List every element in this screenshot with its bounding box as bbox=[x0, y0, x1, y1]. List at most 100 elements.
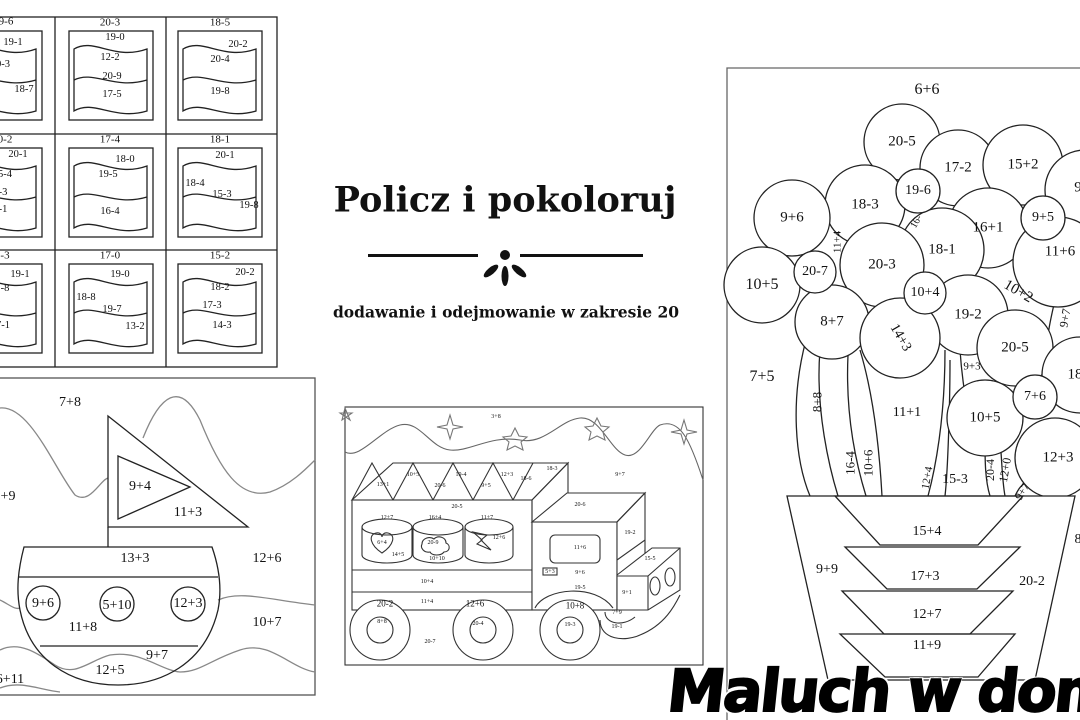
flag-heading: 15-2 bbox=[209, 249, 231, 262]
truck-label: 12+6 bbox=[465, 598, 485, 609]
flag-shape bbox=[182, 44, 257, 115]
brand-logo: Maluch w domu bbox=[663, 656, 1080, 720]
truck-label: 10+4 bbox=[420, 579, 434, 585]
flag-heading: -3 bbox=[0, 249, 10, 262]
flower-petal bbox=[753, 179, 831, 257]
flag-label: 7-1 bbox=[0, 319, 10, 331]
flower-label: 20-2 bbox=[1019, 574, 1045, 589]
flower-label: 10+4 bbox=[910, 285, 940, 300]
flag-shape bbox=[0, 281, 37, 348]
truck-label: 9+1 bbox=[622, 590, 632, 596]
truck-label: 18-3 bbox=[546, 466, 558, 472]
boat-label: 9+7 bbox=[146, 648, 168, 663]
flower-label: 10+5 bbox=[969, 409, 1001, 426]
flag-box bbox=[177, 263, 263, 354]
flag-shape bbox=[0, 165, 37, 232]
boat-label: 13+3 bbox=[120, 551, 150, 566]
truck-label: 11+4 bbox=[420, 599, 434, 605]
flag-box bbox=[177, 30, 263, 121]
flower-label: 15+4 bbox=[912, 524, 942, 539]
boat-label: 11+3 bbox=[173, 505, 203, 520]
flag-label: 19-8 bbox=[239, 199, 259, 211]
truck-label: 18-6 bbox=[520, 476, 532, 482]
truck-label: 14+5 bbox=[391, 552, 405, 558]
flag-box bbox=[68, 263, 154, 354]
flag-label: 20-4 bbox=[210, 53, 230, 65]
truck-label: 9+6 bbox=[575, 570, 585, 576]
boat-label: 11+8 bbox=[68, 620, 98, 635]
truck-label: 15-5 bbox=[644, 556, 656, 562]
flag-stripe bbox=[182, 309, 257, 317]
truck-label: 20-7 bbox=[424, 639, 436, 645]
flag-label: -8 bbox=[0, 282, 10, 294]
flag-box bbox=[68, 147, 154, 238]
flag-label: 18-2 bbox=[210, 281, 230, 293]
flag-box bbox=[0, 147, 43, 238]
truck-label: 9+5 bbox=[481, 483, 491, 489]
flower-label: 11+1 bbox=[892, 405, 922, 420]
flower-label: 6+6 bbox=[914, 81, 940, 98]
flag-stripe bbox=[0, 312, 37, 317]
flower-label: 9 bbox=[1074, 179, 1080, 196]
flag-label: 5-4 bbox=[0, 168, 12, 180]
flag-label: 18-8 bbox=[76, 291, 96, 303]
flag-box bbox=[177, 147, 263, 238]
flower-label: 9+7 bbox=[1056, 307, 1074, 329]
truck-label: 20-9 bbox=[427, 540, 439, 546]
truck-label: 10+8 bbox=[565, 600, 585, 611]
flag-shape bbox=[73, 44, 148, 115]
flower-label: 8+7 bbox=[820, 313, 844, 330]
flower-label: 17-2 bbox=[944, 159, 972, 176]
flag-stripe bbox=[73, 76, 148, 84]
truck-label: 20-2 bbox=[376, 598, 394, 609]
flag-label: 14-3 bbox=[212, 319, 232, 331]
flower-petal bbox=[903, 271, 947, 315]
flag-stripe bbox=[182, 76, 257, 84]
truck-label: 19-5 bbox=[574, 585, 586, 591]
flag-label: 18-7 bbox=[14, 83, 34, 95]
boat-label: 7+8 bbox=[59, 395, 81, 410]
flag-label: 20-9 bbox=[102, 70, 122, 82]
flower-label: 9+3 bbox=[963, 360, 981, 373]
flag-shape bbox=[182, 277, 257, 348]
flower-petal bbox=[793, 250, 837, 294]
truck-label: 10+5 bbox=[406, 472, 420, 478]
truck-label: 7+9 bbox=[612, 610, 622, 616]
flag-box bbox=[0, 30, 43, 121]
flower-label: 11+9 bbox=[912, 638, 942, 653]
flag-label: 12-2 bbox=[100, 51, 120, 63]
flag-heading: 9-6 bbox=[0, 15, 14, 28]
flower-label: 15-3 bbox=[942, 472, 968, 487]
flower-petal bbox=[1020, 195, 1066, 241]
page-title: Policz i pokoloruj bbox=[333, 179, 677, 221]
flower-label: 16-4 bbox=[842, 451, 858, 475]
flag-label: -3 bbox=[0, 186, 8, 198]
truck-label: 3+8 bbox=[491, 414, 501, 420]
flower-petal bbox=[859, 297, 941, 379]
flower-label: 16+1 bbox=[972, 219, 1004, 236]
flag-stripe bbox=[0, 79, 37, 84]
truck-label: 11+6 bbox=[573, 545, 587, 551]
flag-stripe bbox=[73, 309, 148, 317]
truck-label: 9+7 bbox=[615, 472, 625, 478]
flag-stripe bbox=[0, 196, 37, 201]
flower-label: 20-5 bbox=[1001, 339, 1029, 356]
truck-worksheet bbox=[338, 406, 704, 666]
flag-label: 20-2 bbox=[228, 38, 248, 50]
boat-label: 9+6 bbox=[32, 596, 54, 611]
truck-label: 19-3 bbox=[564, 622, 576, 628]
flag-label: 18-4 bbox=[185, 177, 205, 189]
truck-label: 20-5 bbox=[451, 504, 463, 510]
flower-label: 10+5 bbox=[745, 276, 779, 293]
flower-label: 9+6 bbox=[780, 209, 804, 226]
flower-label: 8+8 bbox=[809, 391, 825, 413]
flag-shape bbox=[73, 161, 148, 232]
flag-heading: 18-5 bbox=[209, 16, 231, 29]
flag-label: 18-0 bbox=[115, 153, 135, 165]
flower-label: 9+9 bbox=[816, 562, 838, 577]
truck-label: 11+7 bbox=[480, 515, 494, 521]
flag-label: 19-7 bbox=[102, 303, 122, 315]
flag-label: 13-2 bbox=[125, 320, 145, 332]
